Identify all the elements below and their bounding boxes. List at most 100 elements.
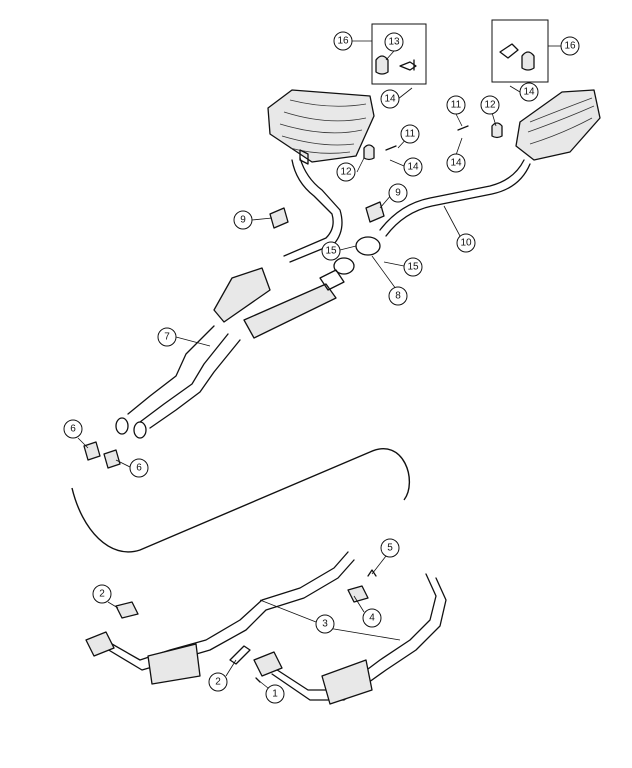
front-pipe-left-edge-b [101, 559, 355, 671]
tip-right [133, 421, 147, 439]
right-muffler [515, 89, 601, 161]
catalytic-converter-right [321, 659, 373, 705]
bracket-4 [347, 585, 369, 603]
callout-2-lower: 2 [208, 672, 228, 692]
callout-14-a: 14 [380, 89, 400, 109]
hanger-isolator-right [365, 201, 385, 223]
callout-14-d: 14 [446, 153, 466, 173]
callout-12-right: 12 [480, 95, 500, 115]
callout-label: 16 [337, 36, 349, 47]
resonator-right [243, 283, 337, 339]
callout-8: 8 [388, 286, 408, 306]
rubber-isolator-part [521, 51, 535, 71]
resonator-assembly [115, 267, 337, 439]
callout-label: 6 [136, 463, 142, 474]
inset-box-right [491, 19, 549, 83]
inset-hanger-kit-left [371, 23, 427, 85]
muffler-ribs [527, 97, 595, 145]
callout-7: 7 [157, 327, 177, 347]
clamp-part [319, 269, 345, 291]
inset-box-left [371, 23, 427, 85]
muffler-inlet [299, 149, 309, 165]
gasket-2-lower [229, 645, 251, 665]
callout-label: 11 [405, 129, 416, 140]
callout-16-right: 16 [560, 36, 580, 56]
callout-label: 7 [164, 332, 170, 343]
callout-label: 9 [395, 188, 401, 199]
left-muffler [267, 89, 375, 165]
rubber-isolator-part [375, 55, 389, 75]
manifold-flange-left [85, 631, 115, 657]
tailpipe-edge-b [283, 159, 334, 257]
callout-label: 13 [388, 37, 400, 48]
front-pipe-left-edge-a [97, 551, 349, 661]
inset-hanger-kit-right [491, 19, 549, 83]
callout-1: 1 [265, 684, 285, 704]
hanger-bracket-part [499, 43, 519, 59]
front-pipe-right-edge-b [271, 577, 447, 701]
muffler-body [515, 89, 601, 161]
callout-label: 3 [322, 619, 328, 630]
callout-label: 2 [99, 589, 105, 600]
callout-6-right: 6 [129, 458, 149, 478]
clamp-6-right [103, 449, 121, 469]
pipe-lower-edge [385, 163, 531, 237]
callout-label: 15 [407, 262, 419, 273]
left-tailpipe [283, 157, 343, 263]
callout-12-left: 12 [336, 162, 356, 182]
callout-6-left: 6 [63, 419, 83, 439]
callout-14-c: 14 [403, 157, 423, 177]
gasket-ring [333, 257, 355, 275]
intermediate-pipe [379, 159, 531, 237]
separator-arc [71, 448, 411, 553]
tip-left [115, 417, 129, 435]
callout-11-right: 11 [446, 95, 466, 115]
callout-2-upper: 2 [92, 584, 112, 604]
callout-5: 5 [380, 538, 400, 558]
callout-label: 5 [387, 543, 393, 554]
callout-16-left: 16 [333, 31, 353, 51]
hanger-bracket-part [399, 59, 417, 71]
callout-label: 11 [451, 100, 462, 111]
catalytic-converter-left [147, 643, 201, 685]
callout-14-b: 14 [519, 82, 539, 102]
callout-11-left: 11 [400, 124, 420, 144]
callout-15-right: 15 [403, 257, 423, 277]
resonator-left [213, 267, 271, 323]
callout-4: 4 [362, 608, 382, 628]
callout-label: 14 [384, 94, 396, 105]
callout-label: 6 [70, 424, 76, 435]
callout-15-left: 15 [321, 241, 341, 261]
callout-label: 1 [272, 689, 278, 700]
hanger-isolator-left [269, 207, 289, 229]
muffler-ribs [279, 99, 367, 154]
dual-pipe-b [139, 333, 229, 423]
tailpipe-edge-a [289, 157, 343, 263]
callout-label: 4 [369, 613, 375, 624]
front-pipe-right-edge-a [267, 573, 437, 691]
isolator-12-right [491, 122, 503, 139]
callout-label: 12 [340, 167, 352, 178]
manifold-flange-right [253, 651, 283, 677]
callout-label: 14 [450, 158, 462, 169]
callout-9-right: 9 [388, 183, 408, 203]
callout-label: 16 [564, 41, 576, 52]
isolator-12-left [363, 144, 375, 161]
callout-10: 10 [456, 233, 476, 253]
callout-label: 12 [484, 100, 496, 111]
gasket-2-upper [115, 601, 139, 619]
flange-ring [355, 236, 381, 256]
callout-label: 2 [215, 677, 221, 688]
callout-9-left: 9 [233, 210, 253, 230]
callout-label: 14 [407, 162, 419, 173]
nut-5 [367, 569, 377, 577]
dual-pipe-a [127, 325, 215, 415]
callout-label: 8 [395, 291, 401, 302]
callout-13: 13 [384, 32, 404, 52]
callout-label: 15 [325, 246, 337, 257]
callout-label: 10 [460, 238, 472, 249]
muffler-body [267, 89, 375, 163]
dual-pipe-c [149, 339, 241, 429]
callout-3: 3 [315, 614, 335, 634]
